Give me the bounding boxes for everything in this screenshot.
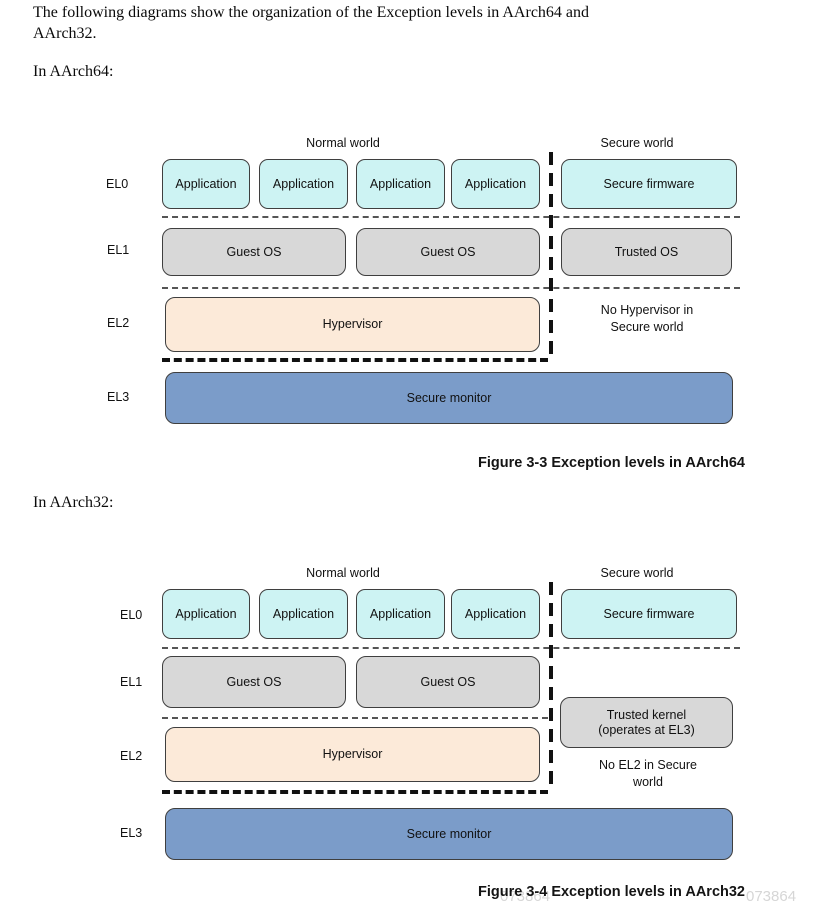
secure-world-label: Secure world bbox=[600, 136, 674, 150]
el2-el3-divider-line bbox=[162, 790, 548, 794]
watermark-text: 073864 bbox=[500, 888, 551, 905]
guest-os-box: Guest OS bbox=[356, 228, 540, 276]
application-box: Application bbox=[259, 159, 348, 209]
el2-label: EL2 bbox=[120, 749, 143, 763]
el1-el2-divider-line bbox=[162, 717, 548, 719]
el3-label: EL3 bbox=[107, 390, 130, 404]
secure-monitor-box: Secure monitor bbox=[165, 372, 733, 424]
aarch64-heading: In AArch64: bbox=[33, 63, 114, 80]
trusted-kernel-line1: Trusted kernel bbox=[606, 707, 687, 722]
el1-el2-divider-line bbox=[162, 287, 740, 289]
no-hypervisor-note-line1: No Hypervisor in bbox=[600, 303, 694, 317]
watermark-text: 073864 bbox=[746, 888, 797, 905]
trusted-kernel-line2: (operates at EL3) bbox=[598, 722, 695, 737]
el2-el3-divider-line bbox=[162, 358, 548, 362]
world-divider-line bbox=[549, 152, 553, 360]
normal-world-label: Normal world bbox=[306, 136, 380, 150]
el0-label: EL0 bbox=[106, 177, 129, 191]
aarch32-heading: In AArch32: bbox=[33, 494, 114, 511]
el0-el1-divider-line bbox=[162, 216, 740, 218]
no-hypervisor-note-line2: Secure world bbox=[610, 320, 684, 334]
application-box: Application bbox=[356, 589, 445, 639]
intro-paragraph-line1: The following diagrams show the organiza… bbox=[33, 4, 590, 21]
el3-label: EL3 bbox=[120, 826, 143, 840]
application-box: Application bbox=[356, 159, 445, 209]
el2-label: EL2 bbox=[107, 316, 130, 330]
no-el2-note-line1: No EL2 in Secure bbox=[599, 758, 697, 772]
application-box: Application bbox=[451, 589, 540, 639]
guest-os-box: Guest OS bbox=[162, 228, 346, 276]
figure-3-3-caption: Figure 3-3 Exception levels in AArch64 bbox=[478, 455, 745, 471]
world-divider-line bbox=[549, 582, 553, 792]
el1-label: EL1 bbox=[107, 243, 130, 257]
application-box: Application bbox=[162, 159, 250, 209]
trusted-kernel-label: Trusted kernel (operates at EL3) bbox=[598, 708, 695, 738]
el1-label: EL1 bbox=[120, 675, 143, 689]
el0-label: EL0 bbox=[120, 608, 143, 622]
trusted-kernel-box: Trusted kernel (operates at EL3) bbox=[560, 697, 733, 748]
normal-world-label: Normal world bbox=[306, 566, 380, 580]
application-box: Application bbox=[451, 159, 540, 209]
hypervisor-box: Hypervisor bbox=[165, 727, 540, 782]
secure-firmware-box: Secure firmware bbox=[561, 159, 737, 209]
guest-os-box: Guest OS bbox=[162, 656, 346, 708]
secure-monitor-box: Secure monitor bbox=[165, 808, 733, 860]
no-hypervisor-note: No Hypervisor in Secure world bbox=[601, 302, 693, 336]
trusted-os-box: Trusted OS bbox=[561, 228, 732, 276]
figure-3-4-caption: Figure 3-4 Exception levels in AArch32 bbox=[478, 884, 745, 900]
secure-world-label: Secure world bbox=[600, 566, 674, 580]
el0-el1-divider-line bbox=[162, 647, 740, 649]
application-box: Application bbox=[259, 589, 348, 639]
no-el2-note: No EL2 in Secure world bbox=[599, 757, 697, 791]
application-box: Application bbox=[162, 589, 250, 639]
secure-firmware-box: Secure firmware bbox=[561, 589, 737, 639]
guest-os-box: Guest OS bbox=[356, 656, 540, 708]
intro-paragraph-line2: AArch32. bbox=[33, 25, 97, 42]
hypervisor-box: Hypervisor bbox=[165, 297, 540, 352]
no-el2-note-line2: world bbox=[633, 775, 663, 789]
